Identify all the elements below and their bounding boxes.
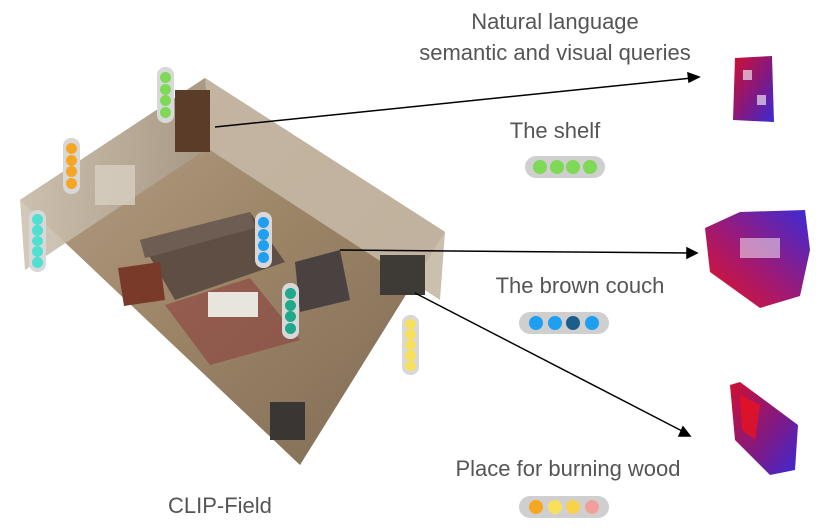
embedding-dot [258, 216, 269, 228]
embedding-dot [32, 224, 43, 236]
embedding-dot [533, 160, 548, 174]
couch-object [140, 212, 285, 300]
query-arrows [214, 71, 701, 437]
scene-embedding-chair [282, 283, 299, 339]
embedding-dot [285, 311, 296, 323]
embedding-dot [32, 246, 43, 258]
embedding-dot [547, 316, 562, 330]
embedding-dot [566, 316, 581, 330]
scene-embedding-fireplace [402, 315, 419, 375]
embedding-dot [258, 228, 269, 240]
embedding-dot [66, 166, 77, 178]
query-label-fireplace: Place for burning wood [455, 456, 681, 481]
query-label-couch: The brown couch [495, 273, 665, 298]
embedding-dot [529, 316, 544, 330]
scene-embedding-couch [255, 212, 272, 268]
embedding-dot [32, 214, 43, 225]
result-heatmap-couch [705, 210, 810, 308]
embedding-dot [582, 160, 597, 174]
embedding-dot [160, 83, 171, 95]
embedding-dot [584, 500, 599, 514]
embedding-dot [566, 160, 581, 174]
embedding-dot [32, 257, 43, 268]
diagram-heading: Natural language semantic and visual que… [380, 6, 730, 68]
room-walls [20, 78, 445, 300]
embedding-dot [285, 287, 296, 299]
heading-line-1: Natural language [471, 9, 639, 34]
embedding-dot [160, 71, 171, 83]
query-embedding-fireplace [519, 496, 609, 518]
rug-object [165, 278, 300, 365]
shelf-object [175, 90, 210, 152]
embedding-dot [66, 154, 77, 166]
scene-embedding-window [63, 138, 80, 194]
embedding-dot [32, 235, 43, 247]
embedding-dot [566, 500, 581, 514]
embedding-dot [547, 500, 562, 514]
embedding-dot [160, 107, 171, 119]
scene-embedding-shelf [157, 67, 174, 123]
query-embedding-couch [519, 312, 609, 334]
embedding-dot [285, 323, 296, 335]
scene-caption: CLIP-Field [168, 493, 272, 518]
query-label-shelf: The shelf [509, 118, 601, 143]
embedding-dot [405, 360, 416, 372]
coffee-table [208, 292, 258, 317]
result-heatmap-fireplace [730, 382, 798, 475]
embedding-dot [258, 240, 269, 252]
embedding-dot [405, 319, 416, 330]
fireplace-object [380, 255, 425, 295]
embedding-dot [549, 160, 564, 174]
embedding-dot [66, 178, 77, 190]
embedding-dot [584, 316, 599, 330]
embedding-dot [160, 95, 171, 107]
embedding-dot [405, 350, 416, 361]
result-heatmap-shelf [733, 56, 774, 122]
embedding-dot [529, 500, 544, 514]
scene-embedding-wall [29, 210, 46, 272]
embedding-dot [405, 329, 416, 340]
embedding-dot [285, 299, 296, 311]
embedding-dot [66, 142, 77, 154]
query-embedding-shelf [525, 156, 605, 178]
heading-line-2: semantic and visual queries [419, 40, 691, 65]
embedding-dot [258, 252, 269, 264]
embedding-dot [405, 339, 416, 351]
